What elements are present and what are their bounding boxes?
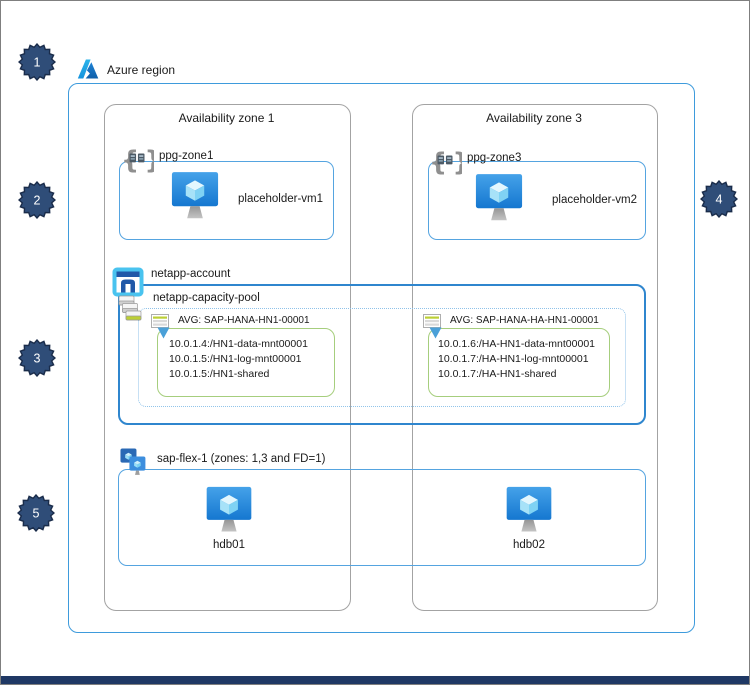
avg-hn1-label: AVG: SAP-HANA-HN1-00001 — [178, 315, 310, 326]
svg-text:}: } — [453, 147, 463, 176]
hdb01-label: hdb01 — [213, 539, 245, 551]
avg-hn1-box — [157, 328, 335, 397]
sap-flex-label: sap-flex-1 (zones: 1,3 and FD=1) — [157, 453, 326, 465]
proximity-placement-group-icon: { } — [120, 145, 162, 180]
netapp-account-box — [118, 284, 646, 425]
azure-region-label: Azure region — [107, 63, 176, 77]
step-badge-4: 4 — [699, 179, 739, 219]
ppg-zone3-label: ppg-zone3 — [467, 152, 522, 164]
availability-zone-1-title: Availability zone 1 — [178, 111, 275, 125]
availability-zone-1-box — [104, 104, 351, 611]
virtual-machine-icon — [171, 171, 219, 228]
availability-zone-3-box — [412, 104, 658, 611]
placeholder-vm2-label: placeholder-vm2 — [552, 194, 638, 206]
volume-line: 10.0.1.7:/HA-HN1-shared — [438, 368, 557, 380]
proximity-placement-group-icon: { } — [428, 147, 470, 182]
sap-flex-box — [118, 469, 646, 566]
step-badge-2: 2 — [17, 180, 57, 220]
ppg-zone3-box — [428, 161, 646, 240]
svg-text:3: 3 — [34, 352, 41, 366]
svg-text:2: 2 — [34, 194, 41, 208]
volume-line: 10.0.1.5:/HN1-shared — [169, 368, 270, 380]
virtual-machine-icon — [475, 173, 523, 230]
azure-logo-icon — [77, 59, 99, 79]
netapp-capacity-pool-box — [138, 308, 626, 407]
bottom-border-bar — [1, 676, 749, 684]
volume-line: 10.0.1.4:/HN1-data-mnt00001 — [169, 338, 308, 350]
availability-zone-3-title: Availability zone 3 — [486, 111, 582, 125]
netapp-capacity-pool-label: netapp-capacity-pool — [153, 292, 260, 304]
placeholder-vm1-label: placeholder-vm1 — [238, 193, 324, 205]
vm-scale-set-icon — [120, 448, 152, 485]
volume-line: 10.0.1.6:/HA-HN1-data-mnt00001 — [438, 338, 596, 350]
avg-hn1-volume-list: 10.0.1.4:/HN1-data-mnt00001 10.0.1.5:/HN… — [169, 337, 308, 382]
volume-line: 10.0.1.7:/HA-HN1-log-mnt00001 — [438, 353, 589, 365]
netapp-volume-icon — [421, 313, 447, 346]
ppg-zone1-box — [119, 161, 334, 240]
netapp-account-label: netapp-account — [151, 268, 231, 280]
virtual-machine-icon — [505, 486, 553, 541]
step-badge-5: 5 — [16, 493, 56, 533]
svg-text:5: 5 — [33, 507, 40, 521]
avg-ha-hn1-label: AVG: SAP-HANA-HA-HN1-00001 — [450, 315, 599, 326]
svg-text:}: } — [145, 145, 155, 174]
svg-text:4: 4 — [716, 193, 723, 207]
hdb02-label: hdb02 — [513, 539, 545, 551]
step-badge-1: 1 — [17, 42, 57, 82]
step-badge-3: 3 — [17, 338, 57, 378]
avg-ha-hn1-volume-list: 10.0.1.6:/HA-HN1-data-mnt00001 10.0.1.7:… — [438, 337, 595, 382]
capacity-pool-icon — [118, 295, 144, 328]
ppg-zone1-label: ppg-zone1 — [159, 150, 214, 162]
netapp-account-icon — [112, 267, 144, 302]
netapp-volume-icon — [149, 313, 175, 346]
avg-ha-hn1-box — [428, 328, 610, 397]
azure-region-box — [68, 83, 695, 633]
volume-line: 10.0.1.5:/HN1-log-mnt00001 — [169, 353, 302, 365]
svg-text:1: 1 — [34, 56, 41, 70]
virtual-machine-icon — [205, 486, 253, 541]
